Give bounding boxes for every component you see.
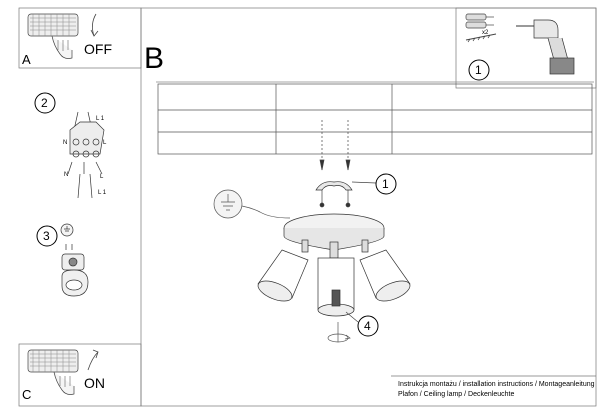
bracket-step-number: 1 xyxy=(382,177,389,191)
ceiling-structure xyxy=(156,81,594,155)
earth-step-number: 3 xyxy=(43,229,50,243)
wiring-step-number: 2 xyxy=(41,96,48,110)
screw-icon xyxy=(465,33,497,43)
earth-symbol-icon xyxy=(213,189,243,219)
earth-leader xyxy=(241,205,291,219)
wire-label-n-bottom: N xyxy=(64,172,69,178)
switch-on-icon xyxy=(27,349,99,395)
step-1-circle-tools xyxy=(468,59,490,81)
rotate-step-number: 4 xyxy=(364,319,371,333)
ceiling-screws xyxy=(319,120,351,208)
plug-quantity: x2 xyxy=(482,30,489,36)
tools-step-number: 1 xyxy=(475,63,482,77)
panel-a-letter: A xyxy=(22,52,31,67)
switch-off-icon xyxy=(27,13,99,59)
footer-product: Plafon / Ceiling lamp / Deckenleuchte xyxy=(398,391,515,398)
drill-icon xyxy=(516,19,575,75)
spot-center xyxy=(317,257,355,317)
switch-on-label: ON xyxy=(84,375,105,391)
step-4-circle xyxy=(357,315,379,337)
panel-b-frame xyxy=(140,7,597,407)
spot-right xyxy=(359,249,411,302)
spot-left xyxy=(257,249,309,302)
wire-label-l-bottom: L xyxy=(100,174,104,180)
wire-label-bottom-l1: L 1 xyxy=(98,190,107,196)
wall-plug-icon xyxy=(465,13,494,29)
bracket-callout-line xyxy=(351,181,377,184)
step-2-circle xyxy=(34,92,56,114)
wire-label-top-l1: L 1 xyxy=(96,116,105,122)
panel-c-letter: C xyxy=(22,387,32,402)
footer-instructions: Instrukcja montażu / installation instru… xyxy=(398,381,595,388)
step-1-circle-bracket xyxy=(375,173,397,195)
step-3-circle xyxy=(36,225,58,247)
earth-connection xyxy=(60,223,89,297)
rotate-arrow-icon xyxy=(327,322,351,343)
switch-off-label: OFF xyxy=(84,41,112,57)
panel-c-frame xyxy=(18,343,142,407)
panel-b-letter: B xyxy=(144,42,165,75)
tools-box-frame xyxy=(455,7,597,89)
mounting-bracket xyxy=(315,181,353,191)
wire-label-n-top: N xyxy=(63,140,68,146)
terminal-block xyxy=(67,111,105,199)
wire-label-l-top: L xyxy=(103,140,107,146)
rotate-callout-line xyxy=(345,311,359,323)
